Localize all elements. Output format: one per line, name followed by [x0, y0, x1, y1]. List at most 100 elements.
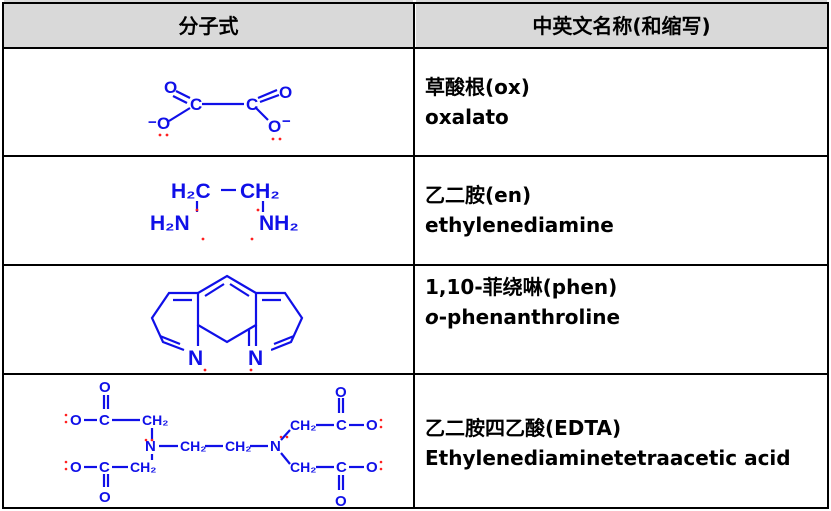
name-cell-oxalato: 草酸根(ox) oxalato — [425, 72, 825, 132]
lone-pair — [250, 237, 254, 241]
atom-O: O — [279, 83, 292, 102]
group-NH2: NH₂ — [259, 212, 299, 235]
atom-N: N — [188, 347, 203, 370]
atom-O: O — [164, 78, 177, 97]
lone-pair — [64, 413, 68, 417]
name-cn: 1,10-菲绕啉(phen) — [425, 275, 618, 299]
name-cn: 乙二胺(en) — [425, 183, 532, 207]
row-divider — [2, 155, 829, 157]
group-CH2: CH₂ — [290, 417, 316, 433]
bond — [280, 429, 291, 441]
atom-C: C — [99, 412, 110, 429]
name-en: Ethylenediaminetetraacetic acid — [425, 446, 791, 470]
bond — [168, 107, 191, 122]
lone-pair — [279, 435, 283, 439]
lone-pair — [203, 368, 207, 372]
phen-structure: N N — [150, 274, 304, 372]
group-CH2: CH₂ — [290, 459, 316, 475]
lone-pair — [144, 438, 148, 442]
name-en-rest: -phenanthroline — [438, 305, 621, 329]
lone-pair — [150, 438, 154, 442]
ring — [256, 291, 304, 352]
charge-minus: − — [148, 114, 157, 131]
name-en: ethylenediamine — [425, 213, 614, 237]
atom-O: O — [99, 379, 111, 396]
bond — [259, 93, 280, 104]
lone-pair — [278, 137, 282, 141]
lone-pair — [201, 237, 205, 241]
lone-pair — [158, 133, 162, 137]
atom-C: C — [99, 459, 110, 476]
bond — [280, 452, 291, 465]
atom-O: O — [70, 459, 82, 476]
atom-O: O — [268, 117, 281, 136]
group-H2C: H₂C — [171, 180, 211, 203]
row-divider — [2, 47, 829, 49]
group-CH2: CH₂ — [142, 412, 168, 428]
name-cell-en: 乙二胺(en) ethylenediamine — [425, 180, 825, 240]
ring — [196, 274, 258, 344]
lone-pair — [64, 420, 68, 424]
lone-pair — [165, 133, 169, 137]
charge-minus: − — [282, 113, 291, 130]
name-cell-edta: 乙二胺四乙酸(EDTA) Ethylenediaminetetraacetic … — [425, 413, 825, 473]
lone-pair — [379, 425, 383, 429]
atom-C: C — [246, 95, 258, 114]
name-en: o-phenanthroline — [425, 302, 825, 332]
group-H2N: H₂N — [150, 212, 190, 235]
name-en: oxalato — [425, 105, 509, 129]
atom-O: O — [366, 417, 378, 434]
lone-pair — [379, 467, 383, 471]
lone-pair — [195, 208, 199, 212]
lone-pair — [379, 460, 383, 464]
header-name: 中英文名称(和缩写) — [416, 0, 827, 48]
lone-pair — [249, 368, 253, 372]
label-bg — [185, 346, 211, 366]
row-divider — [2, 373, 829, 375]
row-divider — [2, 264, 829, 266]
lone-pair — [64, 460, 68, 464]
bond — [172, 95, 188, 104]
name-cn: 乙二胺四乙酸(EDTA) — [425, 416, 622, 440]
oxalate-structure: O C C O − O O − — [148, 78, 292, 141]
atom-O: O — [157, 114, 170, 133]
name-en-italic: o — [425, 305, 439, 329]
bond — [204, 283, 225, 297]
ring — [150, 291, 198, 352]
atom-C: C — [190, 95, 202, 114]
label-bg — [245, 346, 271, 366]
bond — [159, 334, 181, 346]
header-formula: 分子式 — [4, 0, 413, 48]
lone-pair — [256, 208, 260, 212]
bond — [257, 88, 278, 100]
group-CH2: CH₂ — [225, 438, 251, 454]
bond — [273, 334, 295, 346]
bond — [255, 107, 269, 121]
atom-O: O — [366, 459, 378, 476]
group-CH2: CH₂ — [180, 438, 206, 454]
lone-pair — [271, 137, 275, 141]
atom-C: C — [336, 459, 347, 476]
atom-O: O — [335, 384, 347, 401]
lone-pair — [285, 435, 289, 439]
atom-N: N — [270, 438, 281, 455]
bond — [229, 283, 250, 297]
atom-C: C — [336, 417, 347, 434]
en-structure: H₂C CH₂ H₂N NH₂ — [150, 180, 299, 241]
lone-pair — [379, 418, 383, 422]
atom-O: O — [335, 493, 347, 510]
name-cn: 草酸根(ox) — [425, 75, 530, 99]
atom-N: N — [145, 438, 156, 455]
bond — [175, 90, 191, 99]
atom-N: N — [248, 347, 263, 370]
group-CH2: CH₂ — [130, 459, 156, 475]
column-divider — [413, 2, 415, 509]
name-cell-phen: 1,10-菲绕啉(phen) o-phenanthroline — [425, 272, 825, 332]
group-CH2: CH₂ — [240, 180, 280, 203]
atom-O: O — [99, 489, 111, 506]
atom-O: O — [70, 412, 82, 429]
edta-structure: O O C CH₂ N CH₂ CH₂ N O C CH₂ — [64, 379, 383, 510]
